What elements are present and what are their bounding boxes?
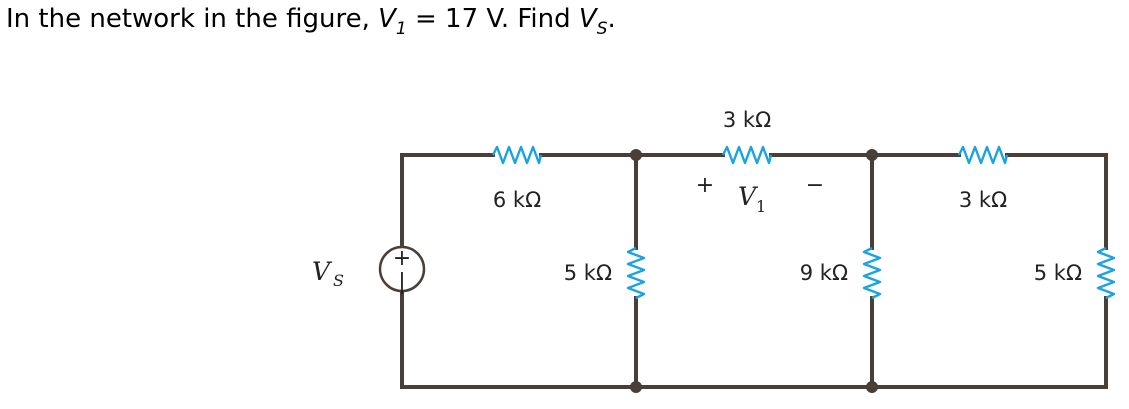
v1-symbol: V [378, 4, 396, 34]
source-label-symbol: V [312, 257, 333, 286]
junction-dot-bottom-right [866, 381, 878, 393]
resistor-5k-left-label: 5 kΩ [564, 261, 612, 285]
resistor-5k-left [626, 246, 646, 300]
vs-symbol: V [578, 4, 597, 34]
v1-minus-sign: − [806, 173, 824, 198]
junction-dot-top-right [866, 149, 878, 161]
voltage-source-icon [378, 245, 426, 293]
question-value: = 17 V. Find [406, 4, 579, 34]
v1-label-subscript: 1 [756, 197, 766, 216]
source-minus-sign: | [398, 270, 405, 295]
source-plus-sign: + [393, 246, 411, 271]
vs-subscript: S [596, 19, 608, 39]
v1-plus-sign: + [696, 173, 714, 198]
resistor-9k [862, 246, 882, 300]
junction-dot-top-left [630, 149, 642, 161]
question-text: In the network in the figure, V1 = 17 V.… [6, 4, 616, 39]
v1-subscript: 1 [395, 19, 407, 39]
v1-label-symbol: V [738, 182, 759, 211]
resistor-3k-right-label: 3 kΩ [959, 188, 1007, 212]
resistor-9k-label: 9 kΩ [800, 261, 848, 285]
resistor-3k-middle [721, 145, 773, 165]
resistor-6k [491, 145, 543, 165]
resistor-3k-right [957, 145, 1009, 165]
resistor-6k-label: 6 kΩ [493, 188, 541, 212]
question-suffix: . [607, 4, 616, 34]
resistor-5k-right-label: 5 kΩ [1034, 261, 1082, 285]
question-prefix: In the network in the figure, [6, 4, 379, 34]
resistor-5k-right [1096, 246, 1116, 300]
resistor-3k-middle-label: 3 kΩ [723, 108, 771, 132]
source-label-subscript: S [333, 271, 344, 290]
junction-dot-bottom-left [630, 381, 642, 393]
